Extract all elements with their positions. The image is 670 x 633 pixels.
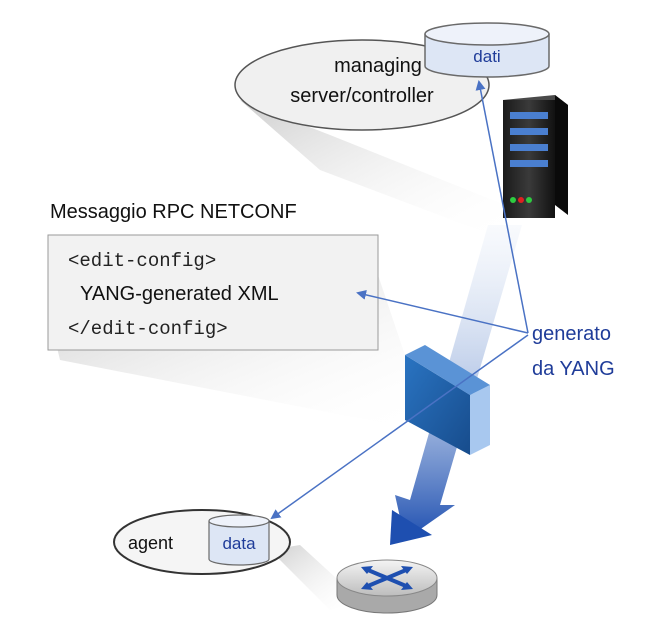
generated-label-line1: generato <box>532 323 611 345</box>
arrow-to-xml <box>356 289 529 334</box>
managing-label-line1: managing <box>334 55 422 77</box>
generated-label-line2: da YANG <box>532 358 615 380</box>
rpc-close-tag: </edit-config> <box>68 318 228 340</box>
dati-label: dati <box>473 47 500 66</box>
rpc-message-box <box>47 234 379 351</box>
arrow-to-dati <box>475 80 529 334</box>
database-icon <box>424 22 550 78</box>
managing-label-line2: server/controller <box>290 85 434 107</box>
agent-label: agent <box>128 533 173 553</box>
rpc-title: Messaggio RPC NETCONF <box>50 201 297 223</box>
arrow-to-data <box>270 334 529 520</box>
rpc-open-tag: <edit-config> <box>68 250 216 272</box>
managing-shadow <box>240 100 505 240</box>
rpc-body: YANG-generated XML <box>80 283 279 305</box>
router-icon <box>336 559 438 614</box>
agent-data-label: data <box>222 534 256 553</box>
firewall-icon <box>405 345 490 455</box>
server-icon <box>503 95 568 218</box>
flow-arrowhead <box>390 510 432 545</box>
agent-database-icon <box>208 514 270 566</box>
